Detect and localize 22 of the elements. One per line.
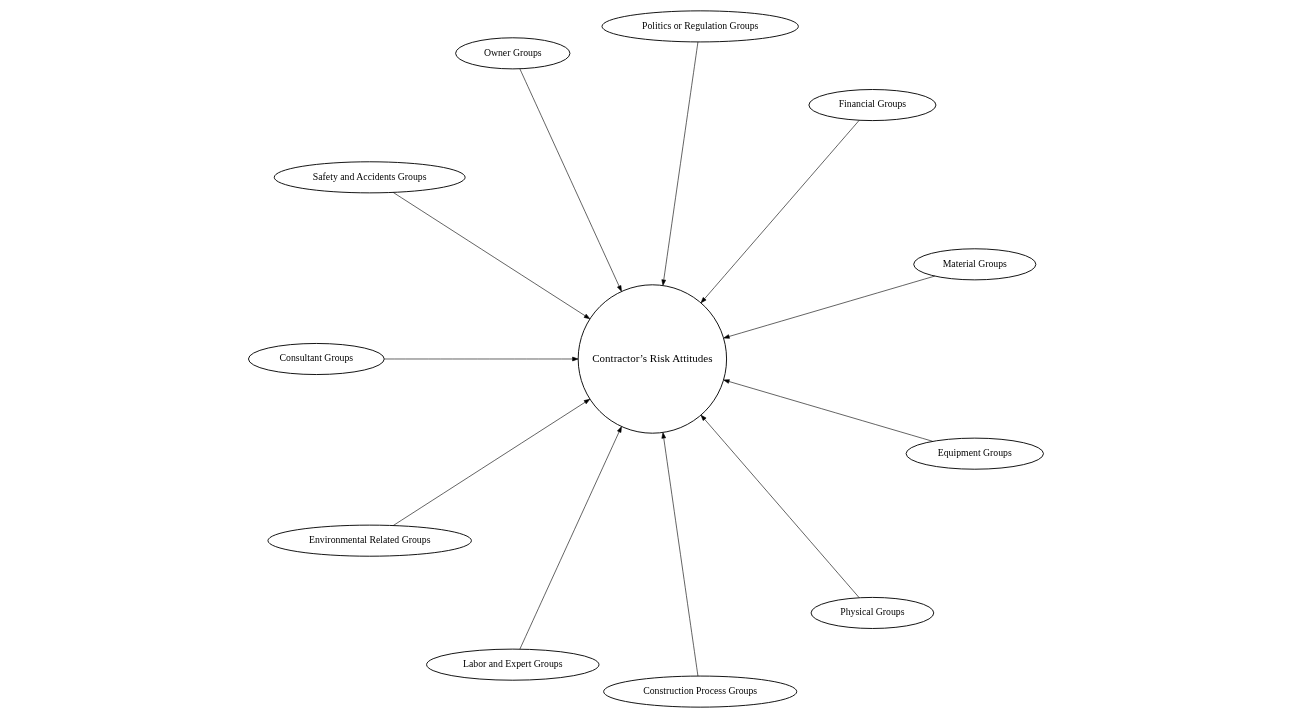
arrow [700, 414, 860, 598]
node-ellipse: Financial Groups [808, 89, 937, 122]
arrow [661, 432, 699, 677]
node-ellipse: Environmental Related Groups [267, 524, 472, 557]
node-ellipse: Material Groups [913, 248, 1037, 281]
node-ellipse: Physical Groups [810, 596, 935, 629]
node-ellipse: Consultant Groups [248, 343, 385, 375]
node-ellipse: Equipment Groups [905, 437, 1044, 470]
node-ellipse: Owner Groups [455, 37, 571, 70]
arrow [393, 398, 591, 526]
node-ellipse: Labor and Expert Groups [426, 648, 600, 681]
node-ellipse: Politics or Regulation Groups [601, 10, 799, 43]
arrow [723, 379, 933, 442]
arrow [519, 68, 622, 292]
arrow [393, 192, 591, 320]
arrow [700, 120, 860, 304]
arrow [384, 356, 579, 362]
arrow [661, 41, 699, 286]
node-ellipse: Construction Process Groups [603, 675, 798, 708]
arrow [519, 426, 622, 650]
node-ellipse: Safety and Accidents Groups [273, 161, 466, 194]
arrow [723, 275, 936, 339]
